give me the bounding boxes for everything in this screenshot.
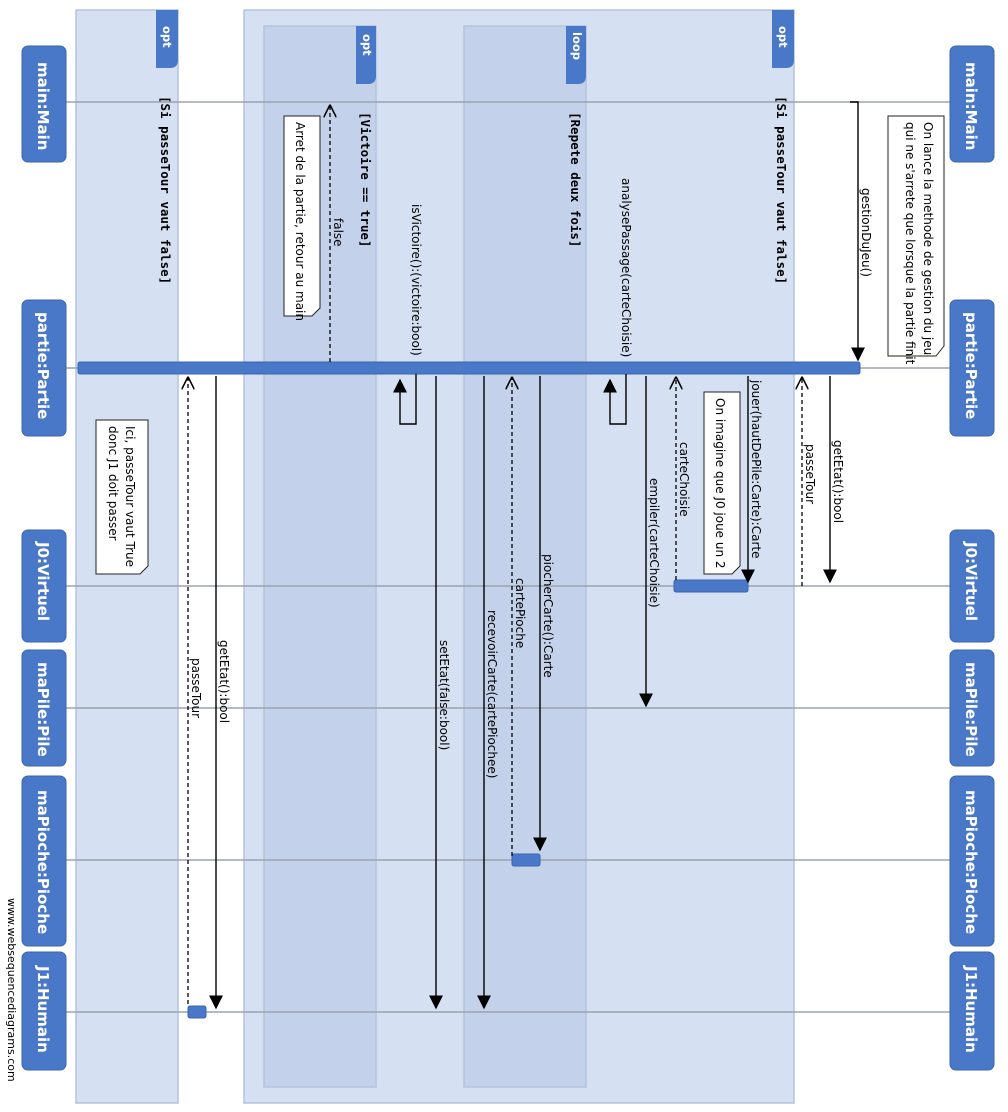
activation-partie <box>77 361 861 375</box>
frame-guard: [Si passeTour vaut false] <box>774 96 789 284</box>
message-passe-tour-j0: passeTour <box>802 378 817 586</box>
note-line: On imagine que J0 joue un 2 <box>713 398 727 569</box>
frame-tab-label: loop <box>570 32 584 60</box>
message-label: passeTour <box>803 444 817 504</box>
frame-guard: [Victoire == true] <box>358 112 373 247</box>
message-label: empiler(carteChoisie) <box>647 478 661 608</box>
frame-tab <box>772 10 794 68</box>
actor-pile-right[interactable]: maPile:Pile <box>949 649 995 767</box>
frame-tab-label: opt <box>160 26 174 48</box>
actor-label: J0:Virtuel <box>962 541 980 621</box>
actor-j0-right[interactable]: J0:Virtuel <box>949 529 995 643</box>
note-line: qui ne s'arrete que lorsque la partie fi… <box>903 122 917 365</box>
watermark: www.websequencediagrams.com <box>5 898 18 1082</box>
message-set-etat: setEtat(false:bool) <box>429 376 451 1010</box>
message-label: analysePassage(carteChoisie) <box>619 178 633 357</box>
actor-pile-left[interactable]: maPile:Pile <box>21 649 67 767</box>
message-label: passeTour <box>189 658 203 718</box>
actor-main-left[interactable]: main:Main <box>21 45 67 163</box>
message-jouer: jouer(hautDePile:Carte):Carte <box>741 376 763 584</box>
message-carte-choisie: carteChoisie <box>676 378 691 580</box>
frame-tab <box>566 26 586 84</box>
actor-j0-left[interactable]: J0:Virtuel <box>21 529 67 643</box>
message-label: gestionDuJeu() <box>859 188 873 277</box>
actor-label: J1:Humain <box>962 965 980 1053</box>
message-label: getEtat():bool <box>217 640 231 723</box>
actor-label: main:Main <box>962 62 980 150</box>
message-is-victoire: isVictoire():(victoire:bool) <box>393 204 423 425</box>
message-label: isVictoire():(victoire:bool) <box>409 204 423 356</box>
actor-label: J1:Humain <box>34 965 52 1053</box>
message-carte-pioche: cartePioche <box>512 378 527 856</box>
message-empiler: empiler(carteChoisie) <box>639 376 661 708</box>
frame-guard: [Repete deux fois] <box>568 112 583 247</box>
frame-tab-label: opt <box>776 26 790 48</box>
actor-label: maPile:Pile <box>962 662 980 757</box>
note-line: donc J1 doit passer <box>106 426 120 541</box>
message-label: setEtat(false:bool) <box>437 640 451 750</box>
actor-partie-left[interactable]: partie:Partie <box>21 299 67 437</box>
note-retour: Arret de la partie, retour au main <box>283 115 321 321</box>
message-piocher-carte: piocherCarte():Carte <box>533 376 555 852</box>
activation-pioche <box>511 853 541 867</box>
activation-j0 <box>673 579 749 593</box>
note-j0: On imagine que J0 joue un 2 <box>703 391 741 575</box>
actor-label: partie:Partie <box>34 312 52 419</box>
frame-tab <box>156 10 178 68</box>
note-line: Arret de la partie, retour au main <box>293 122 307 321</box>
message-get-etat-j1: getEtat():bool <box>209 376 231 1010</box>
note-line: On lance la methode de gestion du jeu <box>921 122 935 355</box>
message-false: false <box>330 106 345 362</box>
message-passe-tour-j1: passeTour <box>188 378 203 1004</box>
frame-opt-victoire: opt [Victoire == true] <box>263 25 377 1088</box>
frame-tab-label: opt <box>360 34 374 56</box>
actor-label: main:Main <box>34 62 52 150</box>
note-line: Ici, passeTour vaut True <box>123 426 137 567</box>
activation-j1 <box>187 1005 207 1019</box>
actor-label: maPioche:Pioche <box>962 790 980 934</box>
actor-j1-left[interactable]: J1:Humain <box>21 951 67 1071</box>
message-analyse-passage: analysePassage(carteChoisie) <box>603 178 633 425</box>
frame-loop: loop [Repete deux fois] <box>463 25 587 1088</box>
actor-label: maPile:Pile <box>34 662 52 757</box>
message-gestion-du-jeu: gestionDuJeu() <box>850 101 873 362</box>
message-label: cartePioche <box>513 578 527 648</box>
actor-pioche-left[interactable]: maPioche:Pioche <box>21 775 67 947</box>
actor-j1-right[interactable]: J1:Humain <box>949 951 995 1071</box>
frame-guard: [Si passeTour vaut false] <box>158 96 173 284</box>
message-label: jouer(hautDePile:Carte):Carte <box>749 379 763 558</box>
message-recevoir-carte: recevoirCarte(cartePiochee) <box>477 376 499 1010</box>
message-label: piocherCarte():Carte <box>541 554 555 678</box>
actor-label: J0:Virtuel <box>34 541 52 621</box>
message-label: recevoirCarte(cartePiochee) <box>485 610 499 778</box>
message-get-etat-j0: getEtat():bool <box>823 376 845 584</box>
actor-main-right[interactable]: main:Main <box>949 45 995 163</box>
frame-tab <box>356 26 376 84</box>
actor-pioche-right[interactable]: maPioche:Pioche <box>949 775 995 947</box>
actor-label: partie:Partie <box>962 312 980 419</box>
note-passe: Ici, passeTour vaut True donc J1 doit pa… <box>95 419 149 575</box>
actor-partie-right[interactable]: partie:Partie <box>949 299 995 437</box>
message-label: false <box>331 218 345 247</box>
message-label: carteChoisie <box>677 442 691 517</box>
message-label: getEtat():bool <box>831 440 845 523</box>
actor-label: maPioche:Pioche <box>34 790 52 934</box>
note-gestion: On lance la methode de gestion du jeu qu… <box>887 115 945 365</box>
